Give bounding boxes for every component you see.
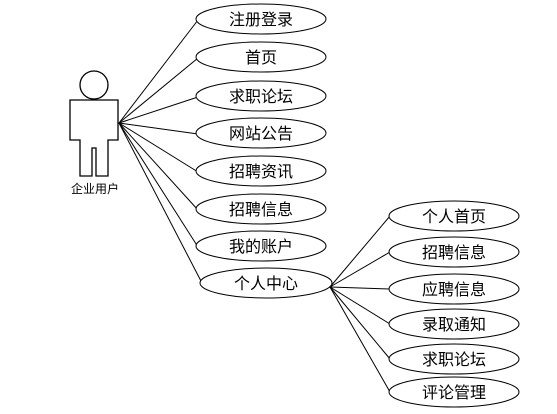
use-case-ellipse [388,308,520,340]
use-case-label: 个人中心 [234,274,298,293]
use-case-ellipse [195,3,327,35]
use-case: 网站公告 [195,117,327,149]
use-case-label: 求职论坛 [229,87,293,106]
use-case-ellipse [195,117,327,149]
use-case-ellipse [388,200,520,232]
use-case-label: 注册登录 [229,10,293,29]
use-case-ellipse [195,41,327,73]
sub-use-cases: 个人首页 招聘信息 应聘信息 录取通知 求职论坛 评论管理 [388,200,520,408]
association-line [329,286,391,290]
sub-use-case-label: 录取通知 [422,315,486,334]
association-line [118,96,199,124]
sub-use-case: 招聘信息 [388,236,520,268]
use-case-label: 网站公告 [229,124,293,143]
sub-use-case-label: 个人首页 [422,207,486,226]
use-case: 注册登录 [195,3,327,35]
association-line [118,19,199,124]
sub-associations [329,215,391,393]
sub-use-case: 录取通知 [388,308,520,340]
association-line [118,122,203,284]
sub-use-case-label: 招聘信息 [422,243,486,262]
use-case: 个人中心 [199,267,333,299]
association-line [118,122,199,173]
use-case-label: 招聘信息 [229,200,293,219]
use-case-ellipse [195,230,327,262]
actor-body [69,99,119,177]
association-line [329,286,391,360]
use-case-ellipse [195,80,327,112]
use-case: 首页 [195,41,327,73]
sub-use-case: 个人首页 [388,200,520,232]
use-case-ellipse [388,273,520,305]
use-case-ellipse [388,236,520,268]
use-case: 招聘信息 [195,193,327,225]
use-case: 我的账户 [195,230,327,262]
sub-use-case-label: 应聘信息 [422,280,486,299]
use-case-ellipse [388,376,520,408]
use-case: 招聘资讯 [195,155,327,187]
use-case-ellipse [195,193,327,225]
use-case-label: 我的账户 [229,237,293,256]
sub-use-case-label: 评论管理 [422,383,486,402]
sub-use-case: 求职论坛 [388,343,520,375]
actor-head [79,70,109,100]
main-use-cases: 注册登录 首页 求职论坛 网站公告 招聘资讯 招聘信息 我的账户 个人中心 [195,3,333,299]
actor-figure [69,70,119,177]
association-line [329,251,391,288]
association-line [329,286,391,325]
association-line [118,122,199,211]
use-case-ellipse [388,343,520,375]
sub-use-case-label: 求职论坛 [422,350,486,369]
association-line [118,57,199,124]
use-case: 求职论坛 [195,80,327,112]
association-line [329,215,391,288]
use-case-ellipse [195,155,327,187]
sub-use-case: 应聘信息 [388,273,520,305]
actor-label: 企业用户 [71,181,119,196]
sub-use-case: 评论管理 [388,376,520,408]
association-line [118,122,199,135]
use-case-ellipse [199,267,333,299]
association-line [118,122,199,248]
use-case-label: 首页 [245,48,277,67]
association-line [329,286,391,393]
actor-associations [118,19,203,284]
use-case-label: 招聘资讯 [229,162,293,181]
